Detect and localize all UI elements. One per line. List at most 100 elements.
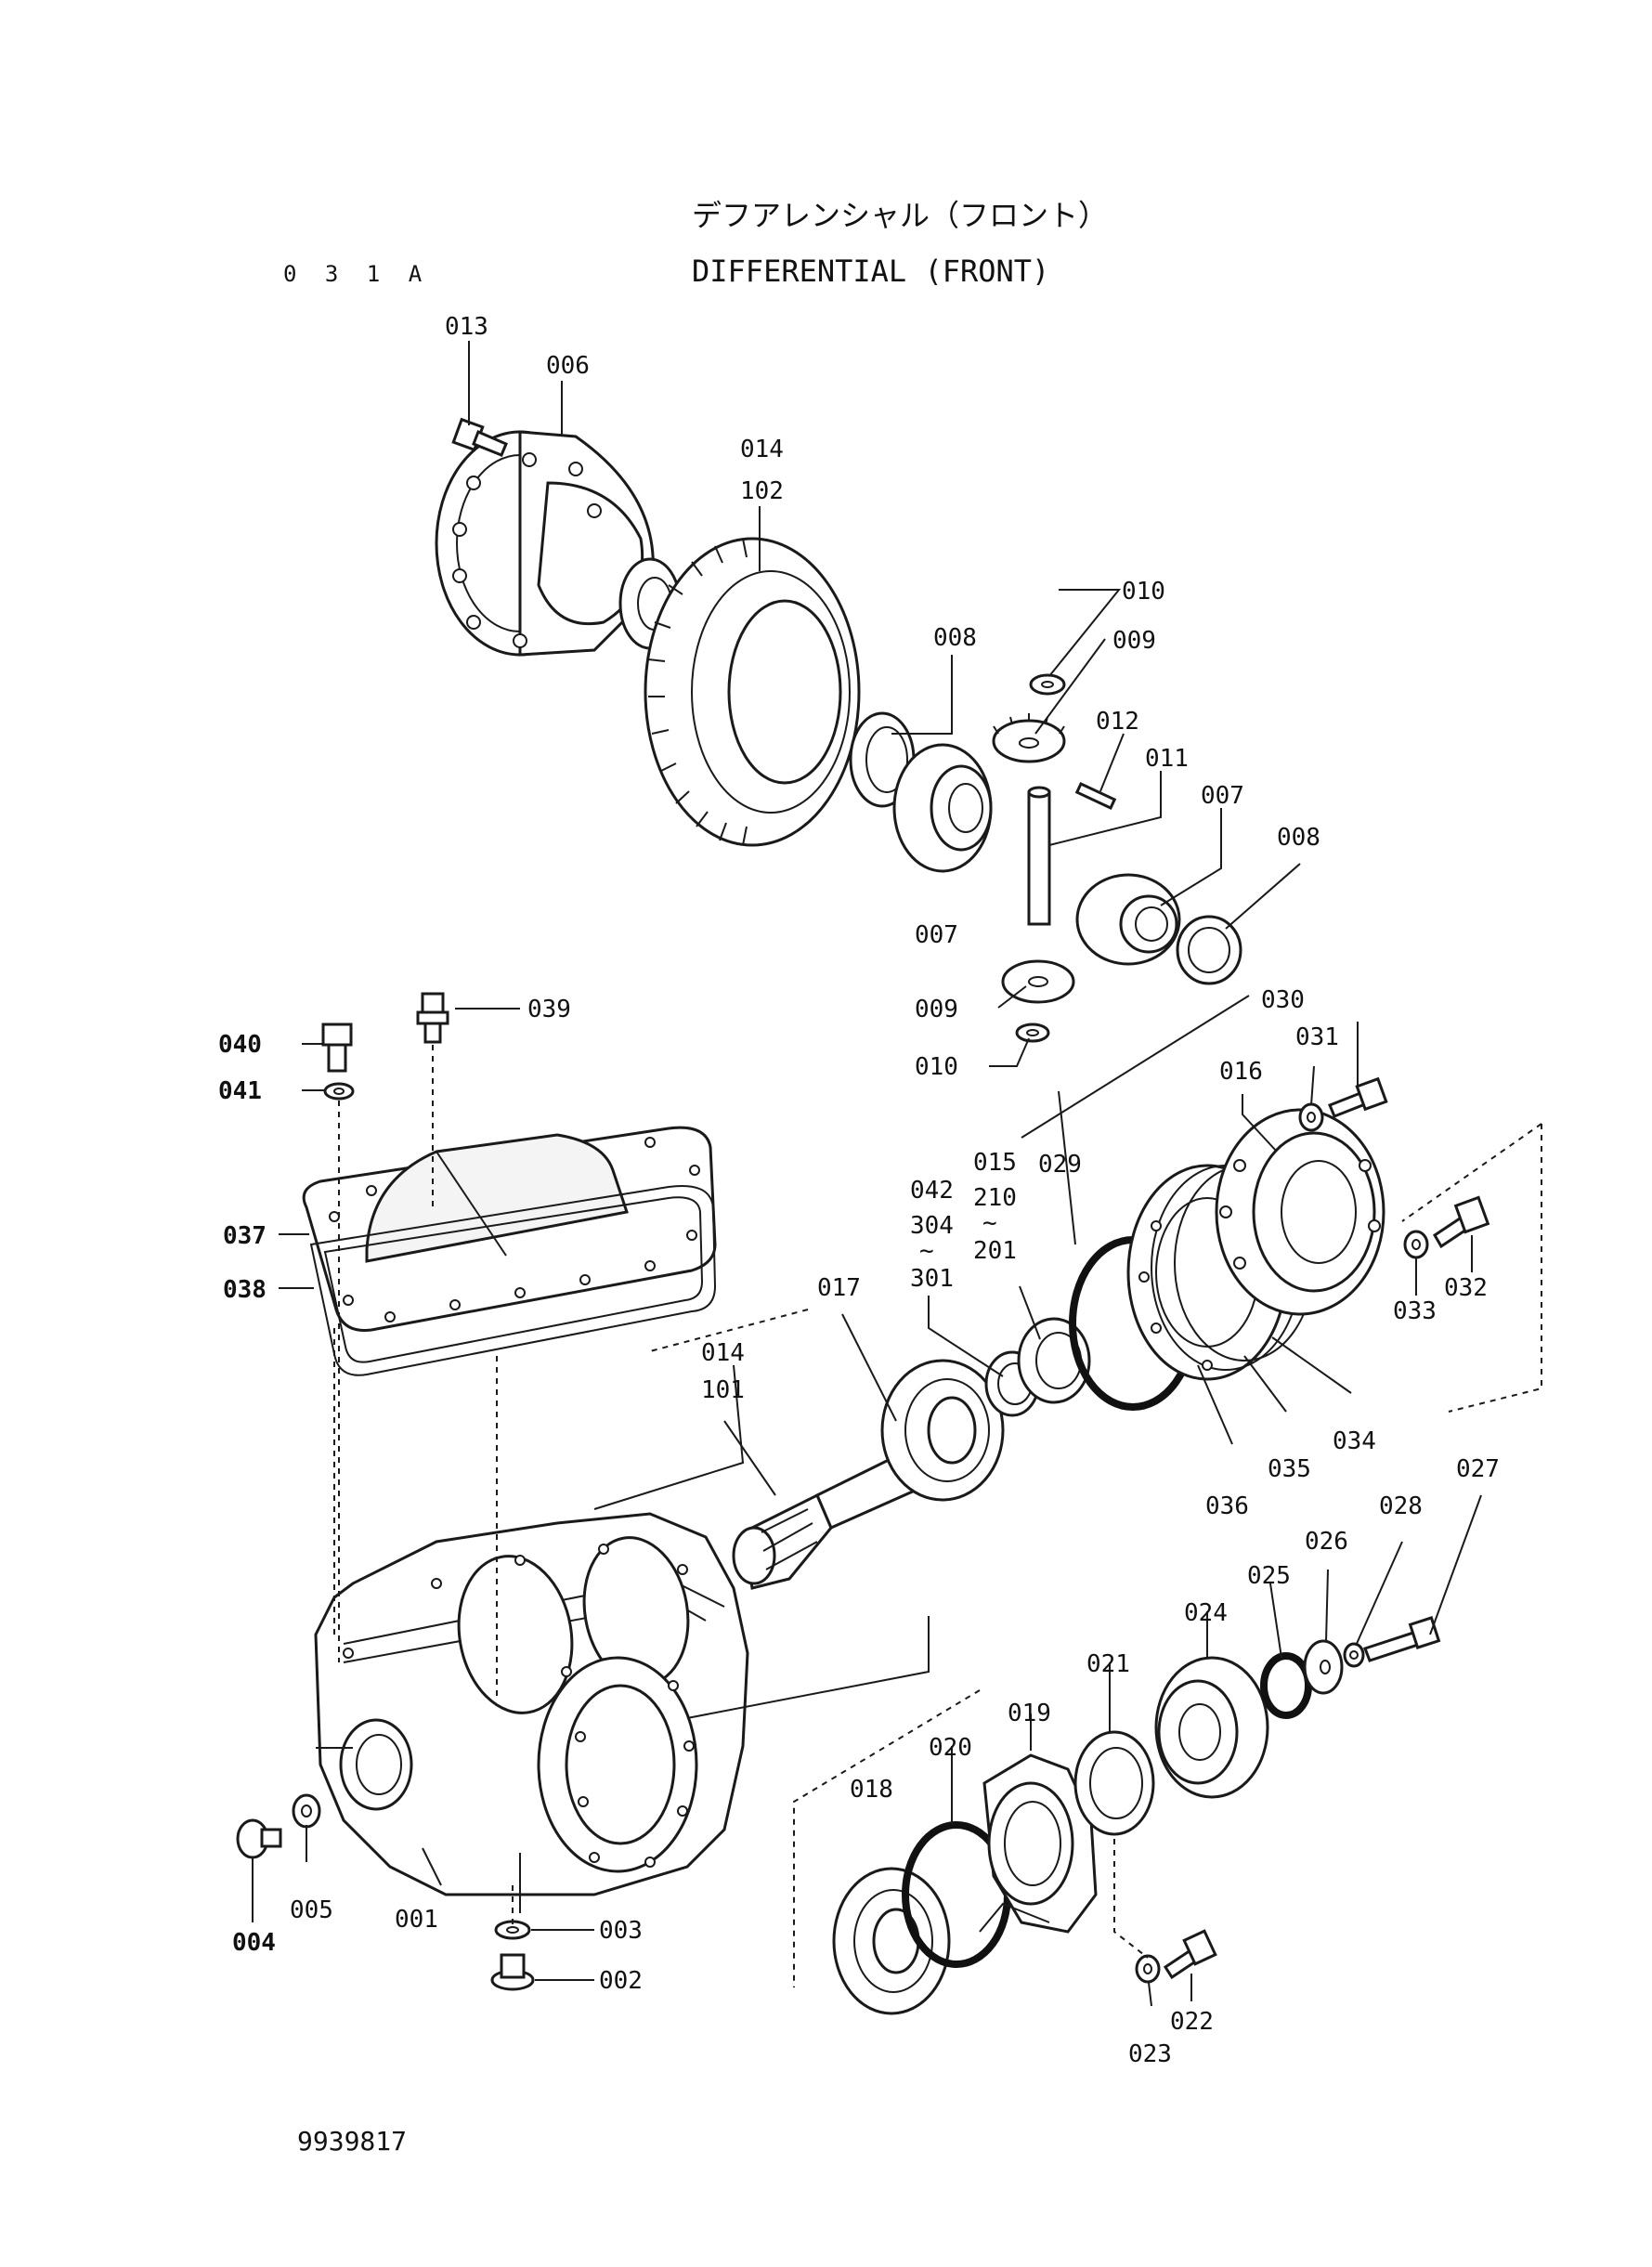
label-034: 034	[1333, 1427, 1376, 1455]
washer-031	[1298, 1102, 1324, 1132]
drive-pinion-101	[732, 1454, 917, 1590]
thrust-washer-008-right	[1176, 915, 1242, 985]
label-010-top: 010	[1122, 578, 1165, 606]
plug-004	[236, 1818, 282, 1859]
bolt-013	[451, 417, 508, 457]
label-301: 301	[910, 1265, 954, 1293]
label-041: 041	[218, 1077, 262, 1105]
oil-seal-021	[1073, 1730, 1155, 1836]
pinion-washer-010-bottom	[1015, 1023, 1050, 1043]
washer-023	[1135, 1954, 1161, 1984]
label-021: 021	[1086, 1650, 1130, 1678]
label-015: 015	[973, 1149, 1017, 1177]
label-210: 210	[973, 1184, 1017, 1212]
label-011: 011	[1145, 745, 1189, 773]
label-031: 031	[1295, 1023, 1339, 1051]
label-007-right: 007	[1201, 782, 1244, 810]
differential-case-006	[435, 430, 682, 657]
label-004: 004	[232, 1929, 276, 1957]
label-019: 019	[1008, 1700, 1051, 1727]
washer-026	[1303, 1639, 1344, 1695]
label-029: 029	[1038, 1151, 1082, 1179]
leader-lines	[252, 341, 1482, 2007]
tilde-210-201: ~	[982, 1209, 997, 1237]
label-033: 033	[1393, 1297, 1437, 1325]
label-102: 102	[740, 477, 784, 505]
section-code: 0 3 1 A	[283, 261, 429, 287]
side-gear-007-right	[1075, 873, 1181, 966]
document-number: 9939817	[297, 2126, 407, 2156]
label-023: 023	[1128, 2040, 1172, 2068]
bearing-cage-019	[982, 1753, 1098, 1934]
label-020: 020	[929, 1734, 972, 1762]
label-028: 028	[1379, 1492, 1423, 1520]
label-007-left: 007	[915, 921, 958, 949]
label-040: 040	[218, 1031, 262, 1059]
label-014-mid: 014	[701, 1339, 745, 1367]
label-026: 026	[1305, 1528, 1348, 1556]
label-036: 036	[1205, 1492, 1249, 1520]
side-gear-007-left	[892, 743, 993, 873]
breather-039	[416, 992, 449, 1044]
bolt-027	[1363, 1616, 1441, 1662]
washer-041	[323, 1082, 355, 1101]
bolt-040	[321, 1023, 353, 1073]
label-001: 001	[395, 1906, 438, 1934]
bolt-022	[1163, 1929, 1217, 1980]
label-016: 016	[1219, 1058, 1263, 1086]
washer-028	[1343, 1642, 1365, 1668]
tilde-304-301: ~	[919, 1237, 934, 1265]
bolt-030	[1328, 1076, 1388, 1118]
title-english: DIFFERENTIAL (FRONT)	[692, 254, 1049, 289]
label-010-bottom: 010	[915, 1053, 958, 1081]
label-022: 022	[1170, 2008, 1214, 2036]
o-ring-025	[1260, 1652, 1312, 1719]
gasket-038	[309, 1185, 717, 1376]
label-008-right: 008	[1277, 824, 1320, 852]
pinion-washer-010-top	[1029, 673, 1066, 696]
label-009-top: 009	[1112, 627, 1156, 655]
pinion-shaft-011	[1027, 786, 1051, 926]
label-013: 013	[445, 313, 488, 341]
label-035: 035	[1268, 1455, 1311, 1483]
bearing-018	[832, 1867, 951, 2015]
label-009-bottom: 009	[915, 996, 958, 1023]
part-labels: 013 006 014 102 010 008 009 012 011 007 …	[218, 313, 1500, 2068]
washer-005	[292, 1793, 321, 1829]
plug-002	[490, 1953, 535, 1991]
label-003: 003	[599, 1917, 643, 1945]
washer-033	[1403, 1230, 1429, 1259]
bolt-032	[1432, 1195, 1490, 1249]
label-005: 005	[290, 1896, 333, 1924]
cover-037	[302, 1126, 717, 1333]
label-039: 039	[527, 996, 571, 1023]
label-012: 012	[1096, 708, 1139, 736]
label-017: 017	[817, 1274, 861, 1302]
title-japanese: デフアレンシャル（フロント）	[692, 198, 1108, 233]
label-201: 201	[973, 1237, 1017, 1265]
pinion-gear-009-bottom	[1001, 959, 1075, 1004]
label-038: 038	[223, 1276, 267, 1304]
washer-003	[494, 1920, 531, 1940]
label-042: 042	[910, 1177, 954, 1205]
bearing-retainer-016	[1215, 1108, 1385, 1316]
label-032: 032	[1444, 1274, 1488, 1302]
lock-pin-012	[1074, 782, 1117, 810]
label-008-left: 008	[933, 624, 977, 652]
center-lines	[333, 1045, 1542, 1987]
label-018: 018	[850, 1776, 893, 1804]
pinion-gear-009-top	[992, 713, 1066, 763]
label-025: 025	[1247, 1562, 1291, 1590]
label-037: 037	[223, 1222, 267, 1250]
label-027: 027	[1456, 1455, 1500, 1483]
label-030: 030	[1261, 986, 1305, 1014]
bearing-017	[880, 1359, 1005, 1502]
ring-gear-102	[644, 537, 861, 847]
label-006: 006	[546, 352, 590, 380]
coupling-024	[1154, 1656, 1269, 1799]
label-024: 024	[1184, 1599, 1228, 1627]
differential-housing-001	[314, 1512, 749, 1896]
label-304: 304	[910, 1212, 954, 1240]
